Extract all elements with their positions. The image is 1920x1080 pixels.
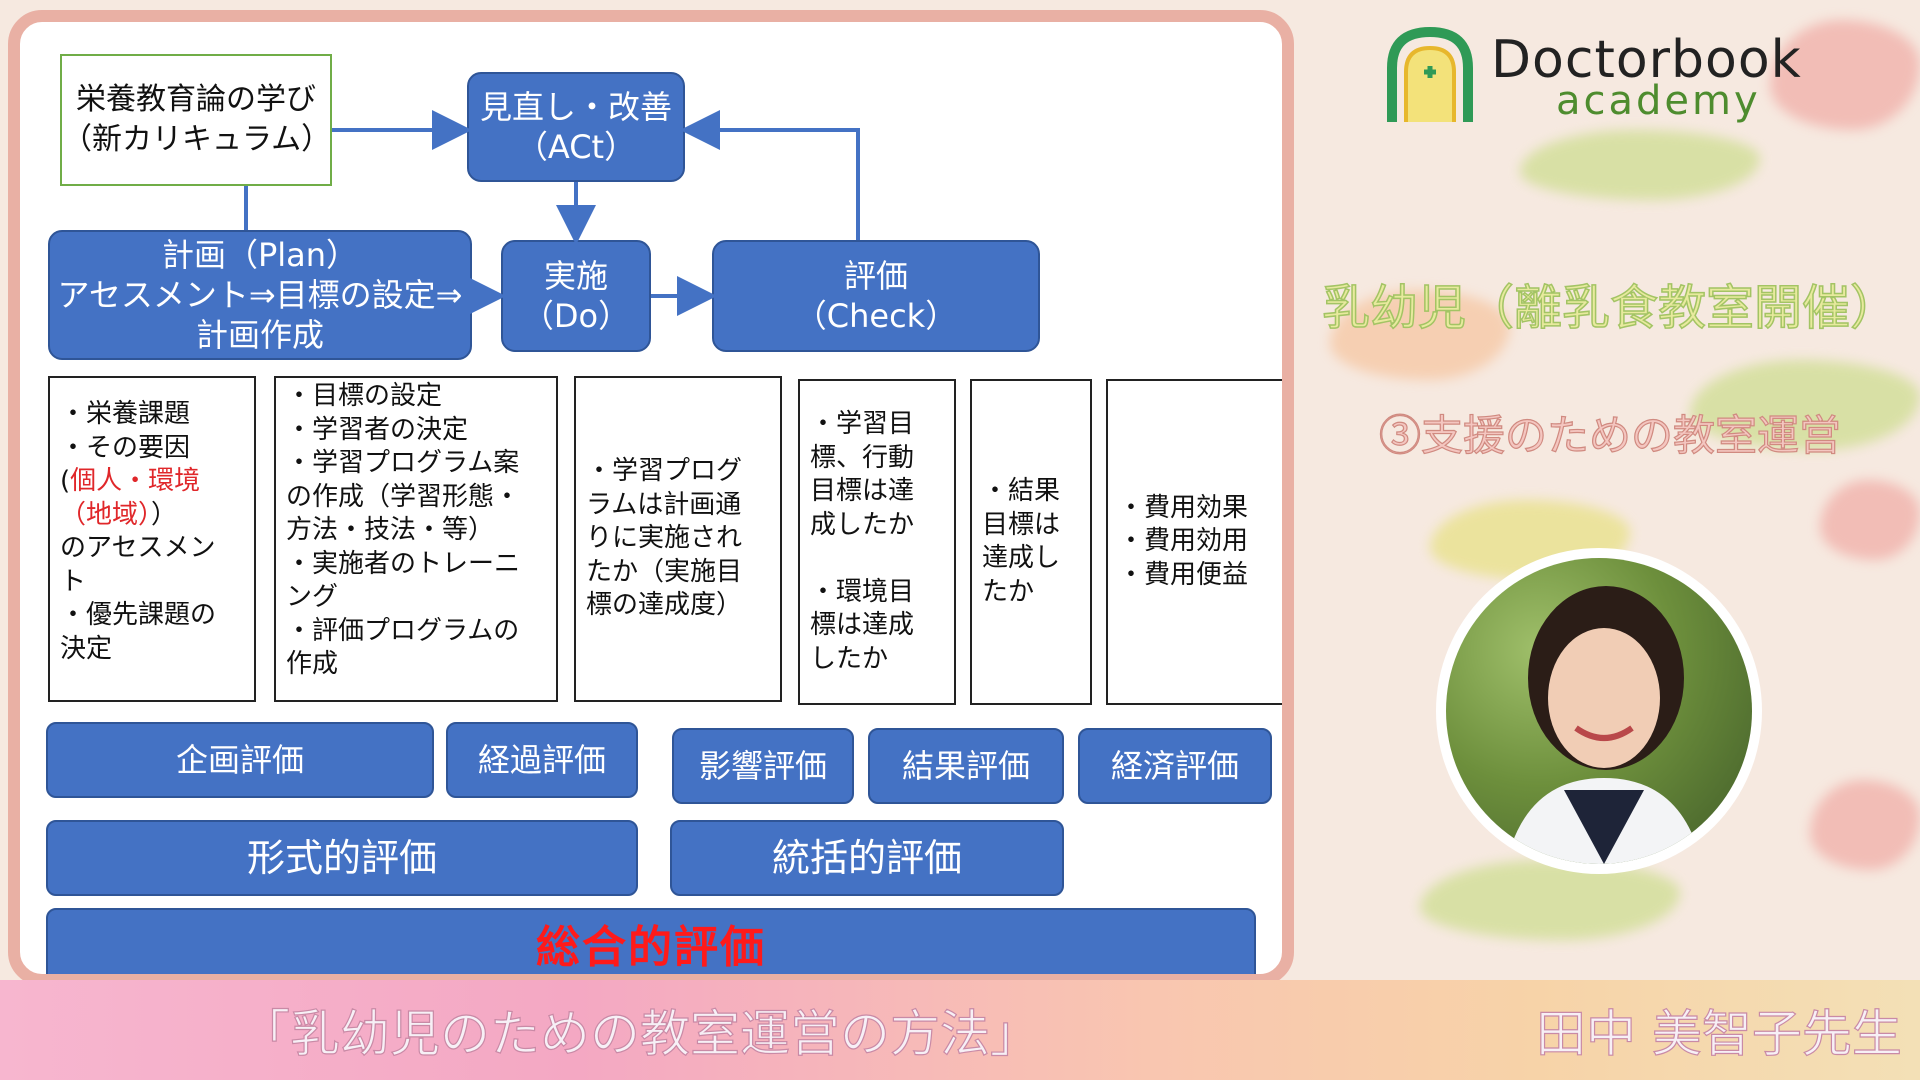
lecture-title-line1: 乳幼児（離乳食教室開催） — [1310, 276, 1910, 340]
detail-implementation: ・学習プログ ラムは計画通 りに実施され たか（実施目 標の達成度） — [574, 376, 782, 702]
presentation-slide: 栄養教育論の学び （新カリキュラム） 見直し・改善 （ACt） 計画（Plan）… — [8, 10, 1294, 986]
lecture-title-line2: ③支援のための教室運営 — [1310, 404, 1910, 468]
eval-sogo-label: 総合的評価 — [536, 928, 766, 968]
detail-economic: ・費用効果 ・費用効用 ・費用便益 — [1106, 379, 1286, 705]
lecture-title: 乳幼児（離乳食教室開催） ③支援のための教室運営 — [1310, 212, 1910, 532]
eval-sogo: 総合的評価 — [46, 908, 1256, 986]
eval-kekka: 結果評価 — [868, 728, 1064, 804]
bg-blob — [1810, 780, 1920, 870]
bg-blob — [1420, 860, 1680, 940]
eval-keizai: 経済評価 — [1078, 728, 1272, 804]
doctorbook-logo: Doctorbook academy — [1384, 26, 1804, 136]
eval-kikaku: 企画評価 — [46, 722, 434, 798]
eval-eikyo: 影響評価 — [672, 728, 854, 804]
caption-right: 田中 美智子先生 — [1536, 994, 1902, 1066]
eval-toukatsu: 統括的評価 — [670, 820, 1064, 896]
detail-assessment: ・栄養課題 ・その要因 (個人・環境 （地域）） のアセスメン ト ・優先課題の… — [48, 376, 256, 702]
caption-left: 「乳幼児のための教室運営の方法」 — [240, 994, 1040, 1066]
detail-result: ・結果 目標は 達成し たか — [970, 379, 1092, 705]
speaker-avatar — [1436, 548, 1762, 874]
highlight-text: 個人・環境 （地域） — [60, 466, 200, 530]
eval-keika: 経過評価 — [446, 722, 638, 798]
logo-text-academy: academy — [1556, 78, 1761, 124]
logo-mark-icon — [1384, 26, 1476, 126]
bg-blob — [1520, 130, 1760, 200]
detail-impact: ・学習目 標、行動 目標は達 成したか ・環境目 標は達成 したか — [798, 379, 956, 705]
speaker-photo — [1446, 558, 1752, 864]
detail-planning: ・目標の設定 ・学習者の決定 ・学習プログラム案 の作成（学習形態・ 方法・技法… — [274, 376, 558, 702]
eval-keishiki: 形式的評価 — [46, 820, 638, 896]
